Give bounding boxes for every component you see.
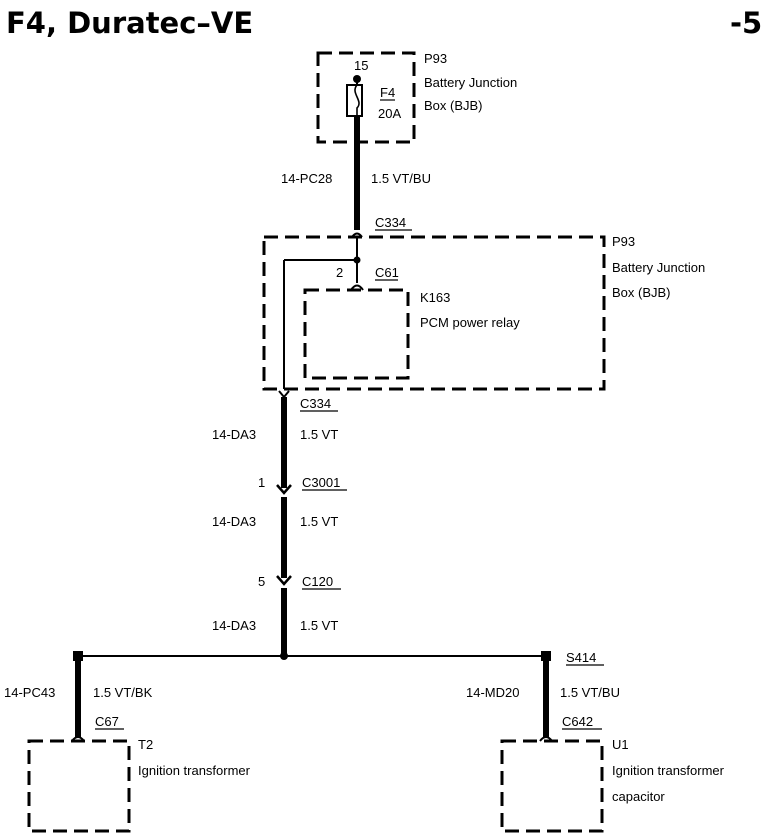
wire-pc43-spec: 1.5 VT/BK: [93, 685, 153, 700]
connector-c120-symbol: [276, 575, 292, 586]
relay-id: K163: [420, 290, 450, 305]
wire-da3-b-spec: 1.5 VT: [300, 514, 338, 529]
relay-k163-box: [303, 288, 410, 380]
splice-id: S414: [566, 650, 596, 665]
relay-name: PCM power relay: [420, 315, 520, 330]
ignition-transformer-box: [27, 739, 131, 833]
wire-da3-b-circuit: 14-DA3: [212, 514, 256, 529]
wire-pc28-spec: 1.5 VT/BU: [371, 171, 431, 186]
connector-c334-out: C334: [300, 396, 331, 411]
connector-c120: C120: [302, 574, 333, 589]
connector-c642: C642: [562, 714, 593, 729]
wire-da3-c-spec: 1.5 VT: [300, 618, 338, 633]
comp-t2-ref: T2: [138, 737, 153, 752]
relay-pin-label: 2: [336, 265, 343, 280]
bjb-fuse-name-line1: Battery Junction: [424, 75, 517, 90]
bjb-relay-name-line2: Box (BJB): [612, 285, 671, 300]
c120-pin: 5: [258, 574, 265, 589]
wire-pc43-circuit: 14-PC43: [4, 685, 55, 700]
fuse-icon: [354, 84, 360, 116]
wire-da3-a-spec: 1.5 VT: [300, 427, 338, 442]
wire-md20-spec: 1.5 VT/BU: [560, 685, 620, 700]
wire-da3-c-circuit: 14-DA3: [212, 618, 256, 633]
diagram-title: F4, Duratec–VE: [6, 6, 253, 40]
bjb-relay-name-line1: Battery Junction: [612, 260, 705, 275]
connector-c334-out-symbol: [278, 390, 290, 399]
fuse-rating: 20A: [378, 106, 401, 121]
bjb-relay-box: [262, 235, 606, 391]
page-number: -5: [730, 6, 762, 40]
connector-c3001: C3001: [302, 475, 340, 490]
comp-u1-name-line2: capacitor: [612, 789, 665, 804]
bjb-relay-ref: P93: [612, 234, 635, 249]
splice-s414-node: [541, 651, 551, 661]
connector-c67: C67: [95, 714, 119, 729]
comp-t2-name: Ignition transformer: [138, 763, 251, 778]
connector-c3001-symbol: [276, 484, 292, 495]
bjb-fuse-box: [316, 51, 416, 144]
wire-da3-a-circuit: 14-DA3: [212, 427, 256, 442]
comp-u1-name-line1: Ignition transformer: [612, 763, 725, 778]
bus-junction-dot: [280, 652, 288, 660]
connector-c334-in: C334: [375, 215, 406, 230]
fuse-pin-label: 15: [354, 58, 368, 73]
left-branch-node: [73, 651, 83, 661]
relay-connector-c61: C61: [375, 265, 399, 280]
fuse-id: F4: [380, 85, 395, 100]
comp-u1-ref: U1: [612, 737, 629, 752]
wire-pc28-circuit: 14-PC28: [281, 171, 332, 186]
bjb-fuse-name-line2: Box (BJB): [424, 98, 483, 113]
ignition-capacitor-box: [500, 739, 604, 833]
wire-md20-circuit: 14-MD20: [466, 685, 519, 700]
bjb-fuse-ref: P93: [424, 51, 447, 66]
c3001-pin: 1: [258, 475, 265, 490]
